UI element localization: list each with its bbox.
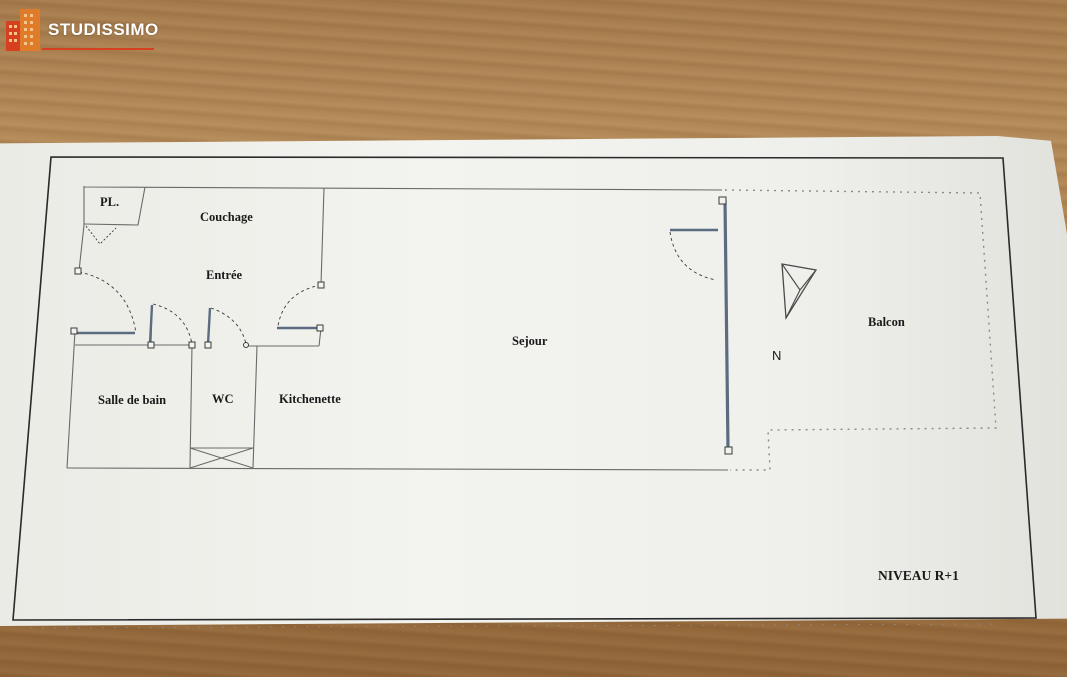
- label-wc: WC: [212, 392, 234, 406]
- drawing-frame: [12, 156, 1037, 621]
- walls: [66, 186, 729, 471]
- label-sejour: Sejour: [512, 334, 548, 348]
- floor-plan-paper: [0, 136, 1067, 626]
- studissimo-logo: STUDISSIMO: [4, 6, 159, 54]
- label-kitchenette: Kitchenette: [279, 392, 341, 406]
- label-couchage: Couchage: [200, 210, 253, 224]
- label-north: N: [772, 348, 781, 363]
- hinge-markers: [70, 196, 733, 455]
- north-arrow-icon: [781, 263, 818, 321]
- level-label: NIVEAU R+1: [878, 568, 959, 583]
- label-balcon: Balcon: [868, 315, 905, 329]
- label-placard: PL.: [100, 195, 119, 209]
- balcony-outline: [724, 189, 997, 471]
- label-salle-de-bain: Salle de bain: [98, 393, 166, 407]
- building-icon: [6, 9, 40, 51]
- label-entree: Entrée: [206, 268, 243, 282]
- logo-underline: [42, 48, 154, 50]
- logo-text: STUDISSIMO: [48, 20, 159, 39]
- doors: [75, 199, 730, 451]
